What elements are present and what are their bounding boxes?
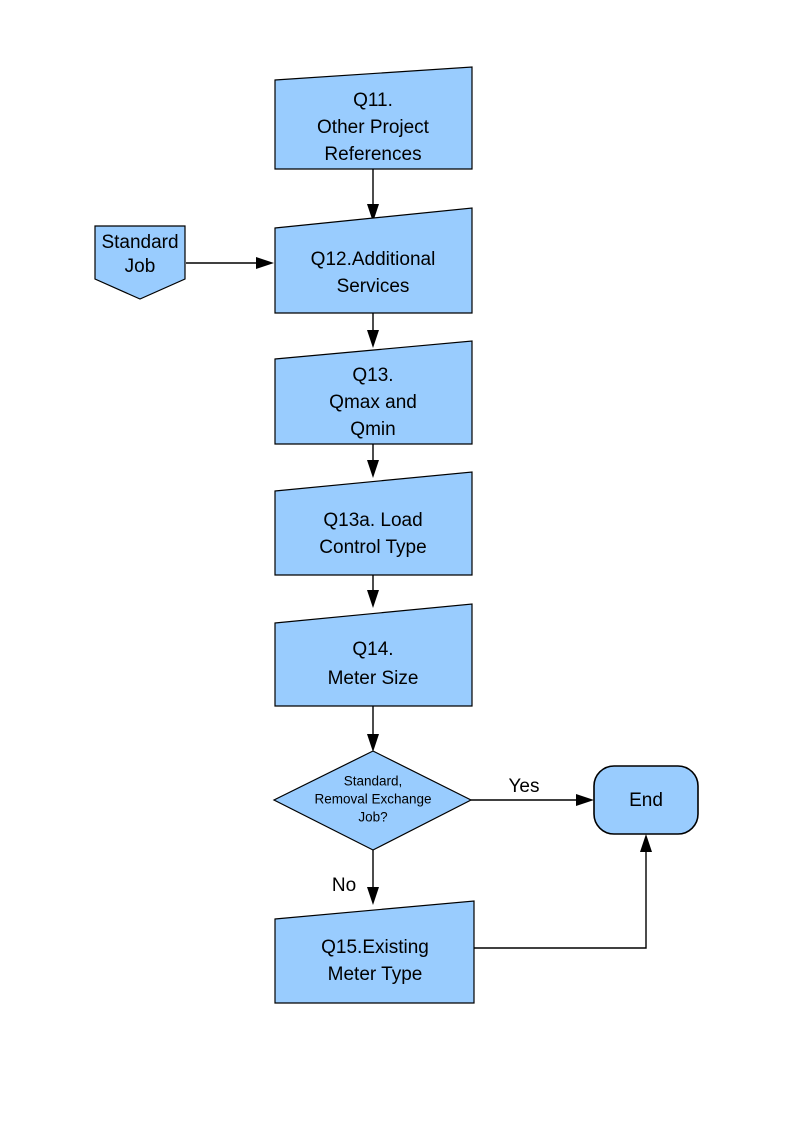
q14-label-line1: Q14. xyxy=(352,639,393,660)
node-q12[interactable]: Q12.Additional Services xyxy=(274,207,473,314)
node-q13a[interactable]: Q13a. Load Control Type xyxy=(274,471,473,576)
q14-shape[interactable] xyxy=(274,603,473,707)
arrowhead-icon xyxy=(576,794,594,806)
arrowhead-icon xyxy=(256,257,274,269)
edge-q13-to-q13a xyxy=(367,444,379,478)
decision-label-line2: Removal Exchange xyxy=(314,792,431,807)
q13-label-line2: Qmax and xyxy=(329,392,417,413)
arrowhead-icon xyxy=(367,590,379,608)
edge-decision-to-end xyxy=(471,794,594,806)
arrowhead-icon xyxy=(367,460,379,478)
q14-label-line2: Meter Size xyxy=(328,668,419,689)
decision-label-line1: Standard, xyxy=(344,774,403,789)
node-q13[interactable]: Q13. Qmax and Qmin xyxy=(274,340,473,445)
standard-job-label-line2: Job xyxy=(125,256,156,277)
node-standard-job[interactable]: Standard Job xyxy=(94,225,186,300)
decision-shape[interactable] xyxy=(272,750,473,851)
arrowhead-icon xyxy=(367,734,379,752)
q12-label-line2: Services xyxy=(337,276,410,297)
q13a-label-line2: Control Type xyxy=(319,537,426,558)
arrowhead-icon xyxy=(367,887,379,905)
edge-standardjob-to-q12 xyxy=(186,257,274,269)
edge-q15-to-end xyxy=(474,834,652,949)
node-decision[interactable]: Standard, Removal Exchange Job? xyxy=(272,750,473,851)
end-label: End xyxy=(629,790,663,811)
q15-shape[interactable] xyxy=(274,900,475,1004)
q13-label-line3: Qmin xyxy=(350,419,395,440)
node-q15[interactable]: Q15.Existing Meter Type xyxy=(274,900,475,1004)
q11-label-line3: References xyxy=(324,144,421,165)
q15-label-line1: Q15.Existing xyxy=(321,937,429,958)
q13-shape[interactable] xyxy=(274,340,473,445)
arrowhead-icon xyxy=(640,834,652,852)
decision-label-line3: Job? xyxy=(358,810,387,825)
edge-label-no: No xyxy=(332,875,356,896)
q13a-label-line1: Q13a. Load xyxy=(323,510,422,531)
node-q11[interactable]: Q11. Other Project References xyxy=(274,66,473,170)
q13-label-line1: Q13. xyxy=(352,365,393,386)
arrowhead-icon xyxy=(367,330,379,348)
end-shape[interactable] xyxy=(593,765,699,835)
edge-q14-to-decision xyxy=(367,706,379,752)
q13a-shape[interactable] xyxy=(274,471,473,576)
edge-q13a-to-q14 xyxy=(367,575,379,608)
arrowhead-icon xyxy=(367,204,379,222)
node-q14[interactable]: Q14. Meter Size xyxy=(274,603,473,707)
edge-q12-to-q13 xyxy=(367,313,379,348)
node-end[interactable]: End xyxy=(593,765,699,835)
q11-label-line2: Other Project xyxy=(317,117,430,138)
q12-label-line1: Q12.Additional xyxy=(311,249,436,270)
edge-label-yes: Yes xyxy=(509,776,540,797)
q12-shape[interactable] xyxy=(274,207,473,314)
q15-label-line2: Meter Type xyxy=(328,964,423,985)
standard-job-shape[interactable] xyxy=(94,225,186,300)
standard-job-label-line1: Standard xyxy=(101,232,178,253)
edge-decision-to-q15 xyxy=(367,850,379,905)
edge-q11-to-q12 xyxy=(367,169,379,222)
q11-label-line1: Q11. xyxy=(353,90,393,111)
q11-shape[interactable] xyxy=(274,66,473,170)
